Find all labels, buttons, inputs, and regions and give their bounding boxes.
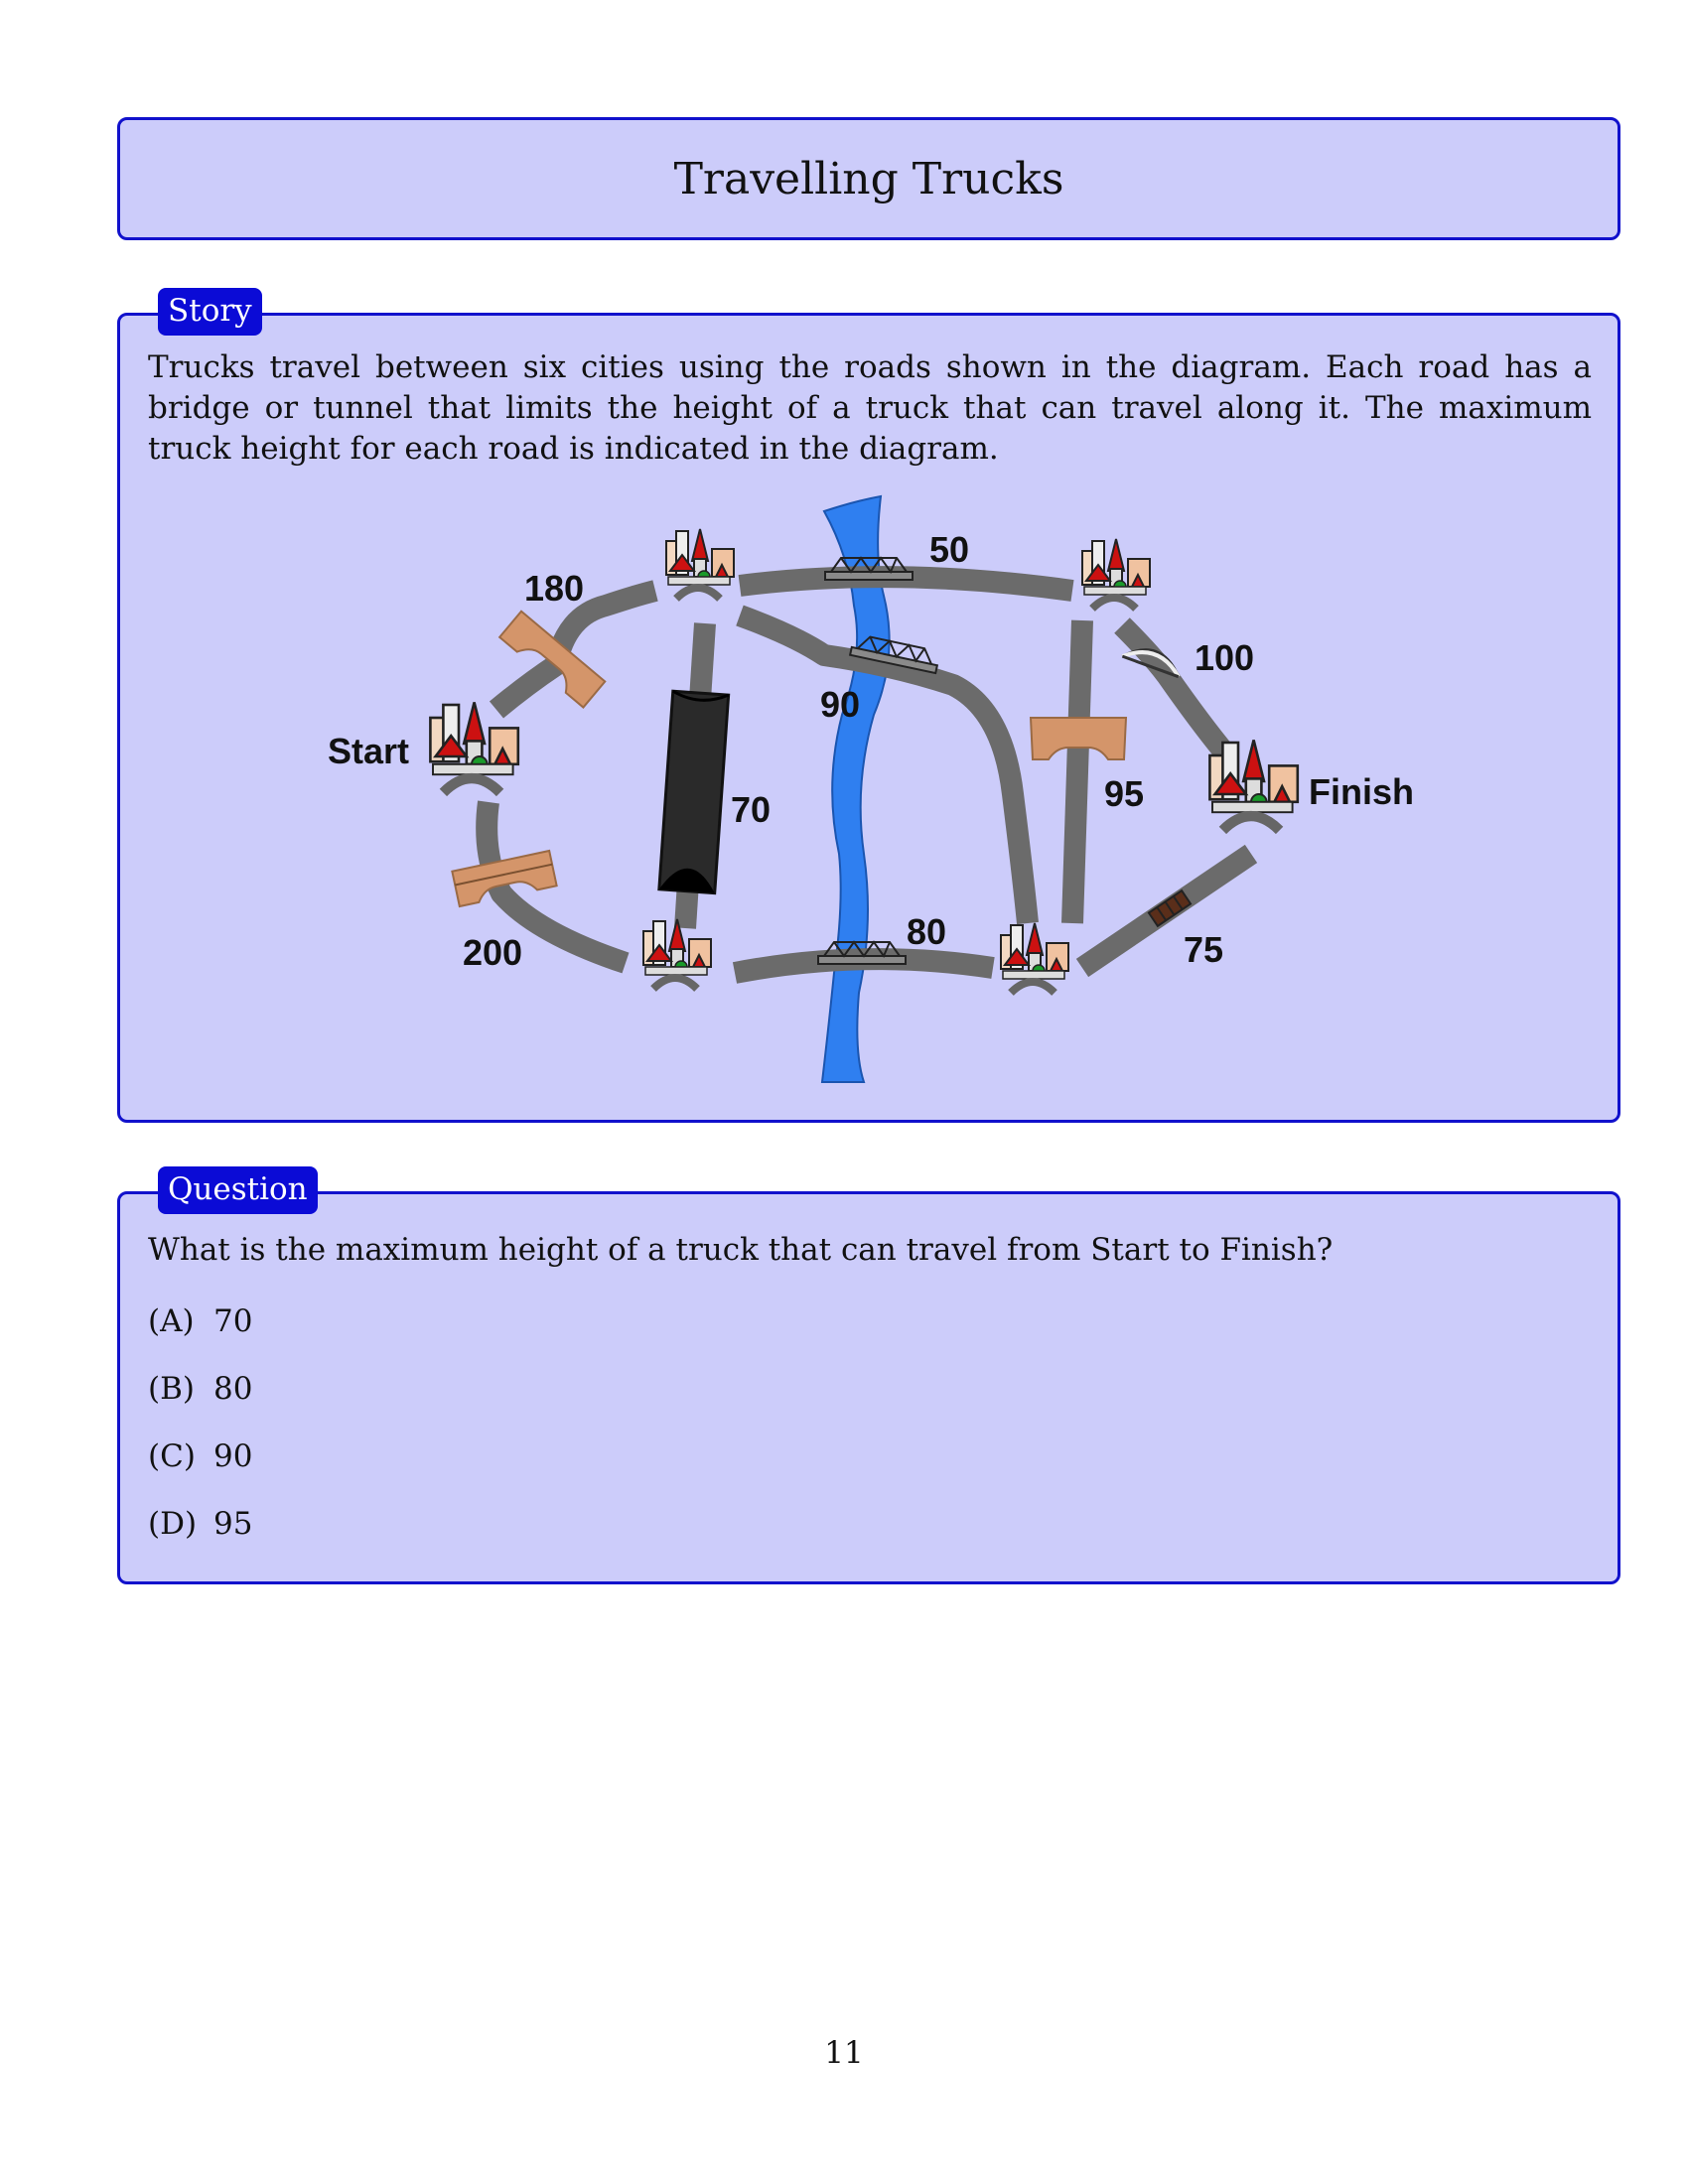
road-start-bottom <box>476 800 630 974</box>
label-100: 100 <box>1195 637 1254 678</box>
option-a[interactable]: (A) 70 <box>148 1301 252 1341</box>
story-tab-label: Story <box>158 288 262 336</box>
road-network-diagram: Start Finish 180 200 70 50 90 80 95 100 … <box>328 494 1414 1083</box>
city-top-left <box>666 529 734 599</box>
label-180: 180 <box>524 568 584 609</box>
option-c[interactable]: (C) 90 <box>148 1436 252 1476</box>
option-b-label: (B) <box>148 1371 195 1407</box>
tunnel-70 <box>657 689 731 895</box>
page-number: 11 <box>824 2035 864 2071</box>
label-75: 75 <box>1184 929 1223 970</box>
question-tab-label: Question <box>158 1166 318 1214</box>
arch-bridge-100 <box>1121 648 1181 679</box>
option-b-value: 80 <box>213 1371 253 1407</box>
option-d-value: 95 <box>213 1506 253 1542</box>
label-90: 90 <box>820 684 860 725</box>
label-50: 50 <box>929 529 969 570</box>
story-text: Trucks travel between six cities using t… <box>148 349 1592 467</box>
label-70: 70 <box>731 789 771 830</box>
question-panel: Question What is the maximum height of a… <box>117 1166 1620 1584</box>
road-start-top <box>489 580 658 719</box>
question-text: What is the maximum height of a truck th… <box>148 1232 1334 1268</box>
option-a-label: (A) <box>148 1303 195 1339</box>
rail-bridge-75 <box>1147 888 1193 928</box>
label-95: 95 <box>1104 773 1144 814</box>
option-c-label: (C) <box>148 1438 196 1474</box>
option-c-value: 90 <box>213 1438 253 1474</box>
city-top-right <box>1082 539 1150 609</box>
option-b[interactable]: (B) 80 <box>148 1369 252 1409</box>
road-right-top <box>1114 617 1235 762</box>
option-d-label: (D) <box>148 1506 198 1542</box>
title-banner: Travelling Trucks <box>117 117 1620 240</box>
page-title: Travelling Trucks <box>673 153 1064 205</box>
label-80: 80 <box>907 911 946 952</box>
wooden-bridge-200 <box>451 849 558 908</box>
wooden-bridge-180 <box>497 610 607 709</box>
wooden-bridge-95 <box>1029 717 1128 760</box>
start-label: Start <box>328 731 409 771</box>
finish-label: Finish <box>1309 771 1414 812</box>
city-bottom-right <box>1001 923 1068 993</box>
road-mid-vertical <box>1061 619 1093 924</box>
label-200: 200 <box>463 932 522 973</box>
road-diag-bridge <box>736 605 1039 925</box>
option-a-value: 70 <box>213 1303 253 1339</box>
option-d[interactable]: (D) 95 <box>148 1504 252 1544</box>
city-bottom-left <box>643 919 711 989</box>
city-finish <box>1209 740 1297 830</box>
